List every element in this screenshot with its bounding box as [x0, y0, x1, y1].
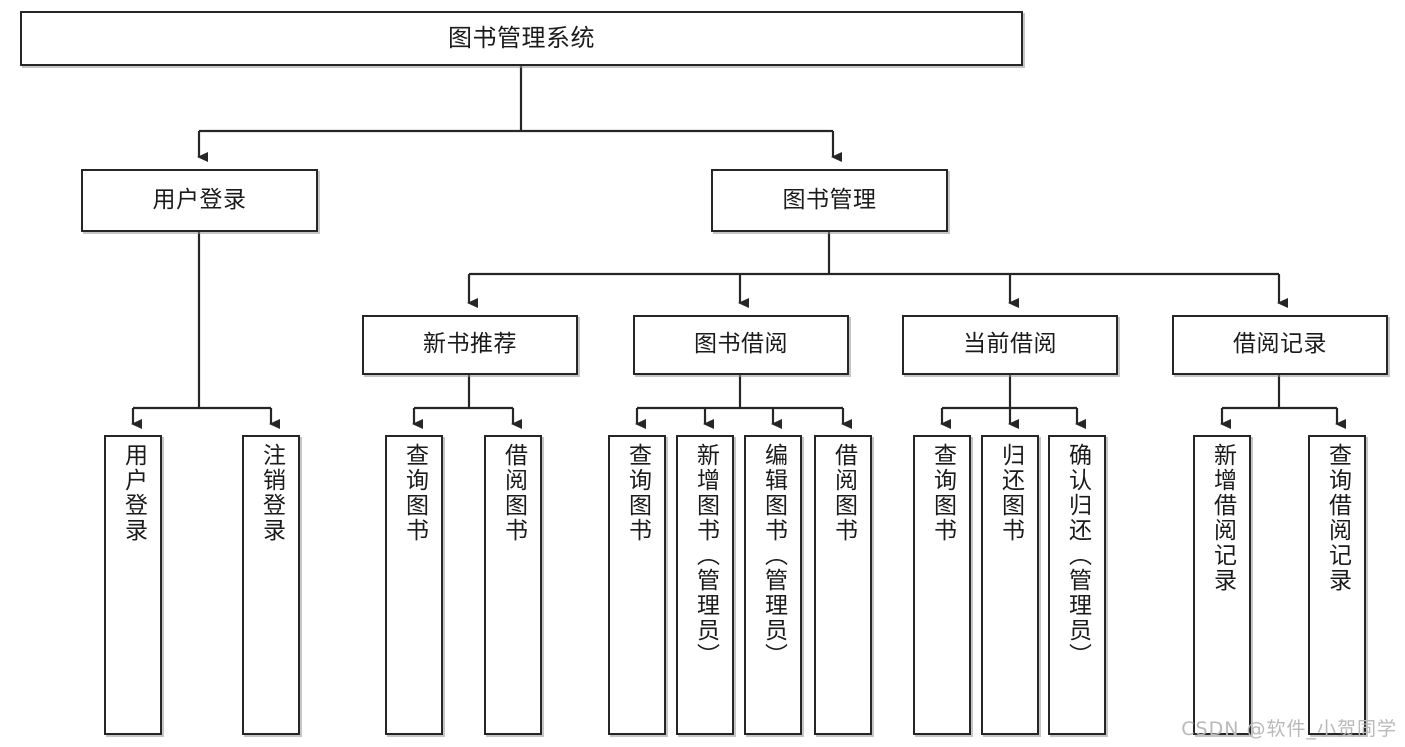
node-leaf-add-book-label: 新增图书（管理员） — [692, 443, 719, 668]
node-leaf-confirm-return[interactable]: 确认归还（管理员） — [1048, 435, 1106, 735]
node-book-borrow[interactable]: 图书借阅 — [633, 315, 849, 375]
csdn-watermark: CSDN @软件_小贺同学 — [1181, 718, 1397, 740]
node-leaf-query-record[interactable]: 查询借阅记录 — [1308, 435, 1366, 735]
node-leaf-query-book-3-label: 查询图书 — [929, 443, 956, 543]
node-book-manage[interactable]: 图书管理 — [711, 169, 948, 232]
node-leaf-return-book[interactable]: 归还图书 — [981, 435, 1039, 735]
node-current-borrow-label: 当前借阅 — [963, 331, 1057, 358]
node-leaf-borrow-book-2-label: 借阅图书 — [830, 443, 857, 543]
node-leaf-user-login-label: 用户登录 — [120, 443, 147, 543]
node-leaf-borrow-book-1-label: 借阅图书 — [500, 443, 527, 543]
node-leaf-borrow-book-2[interactable]: 借阅图书 — [814, 435, 872, 735]
node-borrow-record-label: 借阅记录 — [1233, 331, 1327, 358]
node-leaf-query-book-1[interactable]: 查询图书 — [385, 435, 443, 735]
node-book-manage-label: 图书管理 — [782, 186, 877, 213]
node-borrow-record[interactable]: 借阅记录 — [1172, 315, 1388, 375]
node-root[interactable]: 图书管理系统 — [20, 11, 1023, 66]
node-leaf-add-book[interactable]: 新增图书（管理员） — [676, 435, 734, 735]
node-leaf-add-record[interactable]: 新增借阅记录 — [1193, 435, 1251, 735]
node-leaf-confirm-return-label: 确认归还（管理员） — [1064, 443, 1091, 668]
node-leaf-borrow-book-1[interactable]: 借阅图书 — [484, 435, 542, 735]
node-leaf-query-book-2[interactable]: 查询图书 — [608, 435, 666, 735]
node-new-book-recommend[interactable]: 新书推荐 — [362, 315, 578, 375]
node-user-login-label: 用户登录 — [152, 186, 247, 213]
node-leaf-edit-book[interactable]: 编辑图书（管理员） — [744, 435, 802, 735]
node-leaf-user-login[interactable]: 用户登录 — [104, 435, 162, 735]
node-leaf-logout[interactable]: 注销登录 — [242, 435, 300, 735]
node-user-login[interactable]: 用户登录 — [81, 169, 318, 232]
node-book-borrow-label: 图书借阅 — [694, 331, 788, 358]
node-leaf-query-record-label: 查询借阅记录 — [1324, 443, 1351, 593]
node-current-borrow[interactable]: 当前借阅 — [902, 315, 1118, 375]
node-leaf-return-book-label: 归还图书 — [997, 443, 1024, 543]
node-new-book-recommend-label: 新书推荐 — [423, 331, 517, 358]
node-leaf-edit-book-label: 编辑图书（管理员） — [760, 443, 787, 668]
node-root-label: 图书管理系统 — [448, 24, 595, 53]
node-leaf-logout-label: 注销登录 — [258, 443, 285, 543]
node-leaf-query-book-1-label: 查询图书 — [401, 443, 428, 543]
node-leaf-query-book-2-label: 查询图书 — [624, 443, 651, 543]
node-leaf-add-record-label: 新增借阅记录 — [1209, 443, 1236, 593]
node-leaf-query-book-3[interactable]: 查询图书 — [913, 435, 971, 735]
